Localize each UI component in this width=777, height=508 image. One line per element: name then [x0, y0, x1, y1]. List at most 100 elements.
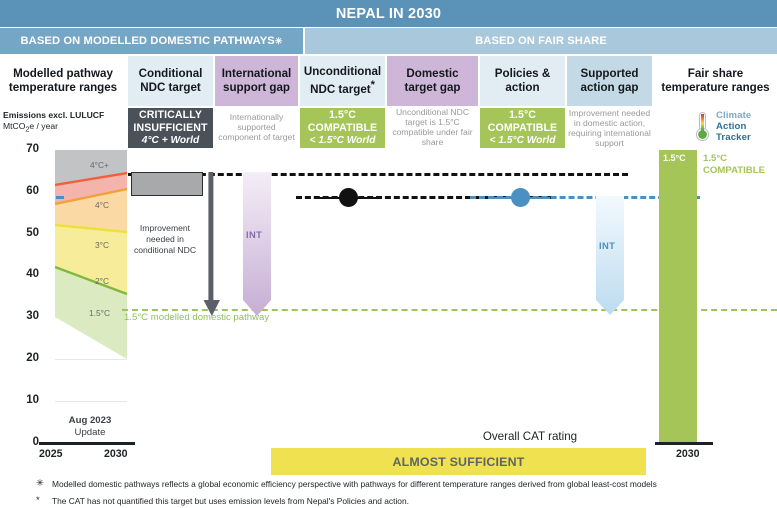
rating-world-label: 4°C + World	[141, 134, 200, 146]
header-text: Supported action gap	[580, 66, 639, 94]
basis-label-left: BASED ON MODELLED DOMESTIC PATHWAYS	[20, 35, 275, 47]
y-tick-60: 60	[26, 185, 39, 197]
column-header-modelled-pathway-temperature-ranges: Modelled pathway temperature ranges	[0, 56, 126, 106]
band-line-1.5C	[55, 265, 127, 296]
update-stamp: Aug 2023 Update	[44, 415, 136, 439]
band-1.5C	[55, 267, 127, 359]
rating-supported-action-gap: Improvement needed in domestic action, r…	[567, 106, 652, 152]
rating-world-label: < 1.5°C World	[309, 134, 376, 146]
international-support-gap-arrow	[243, 172, 271, 316]
conditional-ndc-level-dashed-line	[128, 173, 628, 176]
logo-text: Climate Action Tracker	[716, 110, 751, 143]
improvement-needed-in-conditional-ndc-label: Improvement needed in conditional NDC	[133, 223, 197, 255]
rating-domestic-target-gap: Unconditional NDC target is 1.5°C compat…	[387, 107, 478, 148]
rating-line-1: 1.5°C	[328, 109, 357, 122]
band-line-4C	[55, 171, 127, 187]
climate-action-tracker-logo: Climate Action Tracker	[694, 110, 776, 143]
column-header-policies-and-action: Policies & action	[480, 56, 565, 106]
header-text: Domestic target gap	[404, 66, 461, 94]
supported-action-gap-label: INT	[599, 240, 616, 251]
unconditional-ndc-target-dot	[339, 188, 358, 207]
fair-share-side-label: 1.5°C COMPATIBLE	[703, 153, 765, 176]
y-tick-30: 30	[26, 310, 39, 322]
x-label-2025: 2025	[39, 448, 63, 460]
dagger-marker-icon: ✳	[36, 478, 44, 489]
x-label-2030-fair-share: 2030	[676, 448, 700, 460]
column-header-domestic-target-gap: Domestic target gap	[387, 56, 478, 106]
fair-share-side-line-2: COMPATIBLE	[703, 164, 765, 176]
gridline-20	[55, 359, 127, 360]
y-tick-70: 70	[26, 143, 39, 155]
rating-note: Unconditional NDC target is 1.5°C compat…	[392, 107, 473, 147]
page-title-bar: NEPAL IN 2030	[0, 0, 777, 27]
rating-line-1: CRITICALLY	[139, 109, 202, 122]
column-header-fair-share-temperature-ranges: Fair share temperature ranges	[654, 56, 777, 106]
overall-cat-rating-caption: Overall CAT rating	[482, 430, 578, 443]
asterisk-marker-icon: *	[370, 79, 375, 92]
temperature-range-bands	[55, 150, 127, 359]
gridline-10	[55, 401, 127, 402]
band-4C-plus	[55, 150, 127, 185]
rating-note: Internationally supported component of t…	[218, 112, 295, 142]
basis-modelled-domestic-pathways: BASED ON MODELLED DOMESTIC PATHWAYS✳	[0, 28, 303, 54]
x-axis-baseline-left	[39, 442, 135, 445]
band-label-4C-plus: 4°C+	[90, 160, 109, 170]
band-3C	[55, 189, 127, 232]
x-axis-baseline-right	[655, 442, 713, 445]
rating-unconditional-ndc-target: 1.5°C COMPATIBLE < 1.5°C World	[300, 108, 385, 148]
policies-and-action-dot	[511, 188, 530, 207]
y-tick-0: 0	[32, 436, 39, 448]
band-line-3C	[55, 187, 127, 206]
band-line-2C	[55, 223, 127, 234]
band-label-1.5C: 1.5°C	[89, 308, 111, 318]
unconditional-level-tick-left	[56, 196, 64, 199]
header-text: International support gap	[221, 66, 292, 94]
header-text: Conditional NDC target	[138, 66, 203, 94]
logo-line-climate: Climate	[716, 110, 752, 121]
column-header-supported-action-gap: Supported action gap	[567, 56, 652, 106]
thermometer-icon	[696, 112, 709, 141]
overall-cat-rating-value: ALMOST SUFFICIENT	[392, 454, 525, 469]
basis-fair-share: BASED ON FAIR SHARE	[305, 28, 777, 54]
column-header-international-support-gap: International support gap	[215, 56, 298, 106]
band-4C	[55, 173, 127, 204]
chart-plot-area: 70 60 50 40 30 20 10 0 4°C+ 4°C 3°C	[0, 143, 777, 460]
rating-conditional-ndc-target: CRITICALLY INSUFFICIENT 4°C + World	[128, 108, 213, 148]
header-text: Fair share temperature ranges	[661, 66, 770, 94]
supported-action-gap-arrow	[596, 196, 624, 315]
unit-line-2: MtCO2e / year	[3, 121, 59, 134]
rating-line-2: COMPATIBLE	[487, 121, 558, 134]
rating-world-label: < 1.5°C World	[489, 134, 556, 146]
unit-line-1: Emissions excl. LULUCF	[3, 110, 105, 120]
band-label-3C: 3°C	[95, 240, 110, 250]
y-tick-40: 40	[26, 268, 39, 280]
logo-line-action: Action	[716, 121, 747, 133]
rating-line-1: 1.5°C	[508, 109, 537, 122]
update-word: Update	[74, 426, 106, 438]
header-text: Modelled pathway temperature ranges	[8, 66, 118, 94]
y-tick-20: 20	[26, 352, 39, 364]
band-2C	[55, 225, 127, 294]
conditional-ndc-target-range-box	[131, 172, 203, 196]
1.5C-modelled-domestic-pathway-line	[122, 309, 777, 311]
rating-line-2: INSUFFICIENT	[133, 121, 208, 134]
page-title: NEPAL IN 2030	[335, 5, 442, 22]
rating-policies-and-action: 1.5°C COMPATIBLE < 1.5°C World	[480, 108, 565, 148]
basis-bar: BASED ON MODELLED DOMESTIC PATHWAYS✳ BAS…	[0, 28, 777, 54]
overall-cat-rating-bar: ALMOST SUFFICIENT	[271, 448, 646, 475]
improvement-needed-in-conditional-ndc-arrow	[203, 172, 220, 316]
column-header-unconditional-ndc-target: Unconditional NDC target*	[300, 56, 385, 106]
y-tick-50: 50	[26, 227, 39, 239]
fair-share-bar-inner-label: 1.5°C	[663, 153, 686, 163]
y-axis-unit-label: Emissions excl. LULUCF MtCO2e / year	[3, 110, 125, 135]
asterisk-marker-icon: *	[36, 495, 40, 506]
fair-share-side-line-1: 1.5°C	[703, 153, 728, 164]
y-tick-10: 10	[26, 394, 39, 406]
band-label-4C: 4°C	[95, 200, 110, 210]
header-text: Unconditional NDC target	[303, 64, 382, 96]
fair-share-1.5C-range-bar	[659, 150, 697, 443]
rating-note: Improvement needed in domestic action, r…	[568, 108, 651, 148]
dagger-marker-icon: ✳	[274, 35, 283, 46]
basis-label-right: BASED ON FAIR SHARE	[475, 35, 607, 47]
rating-international-support-gap: Internationally supported component of t…	[215, 108, 298, 148]
